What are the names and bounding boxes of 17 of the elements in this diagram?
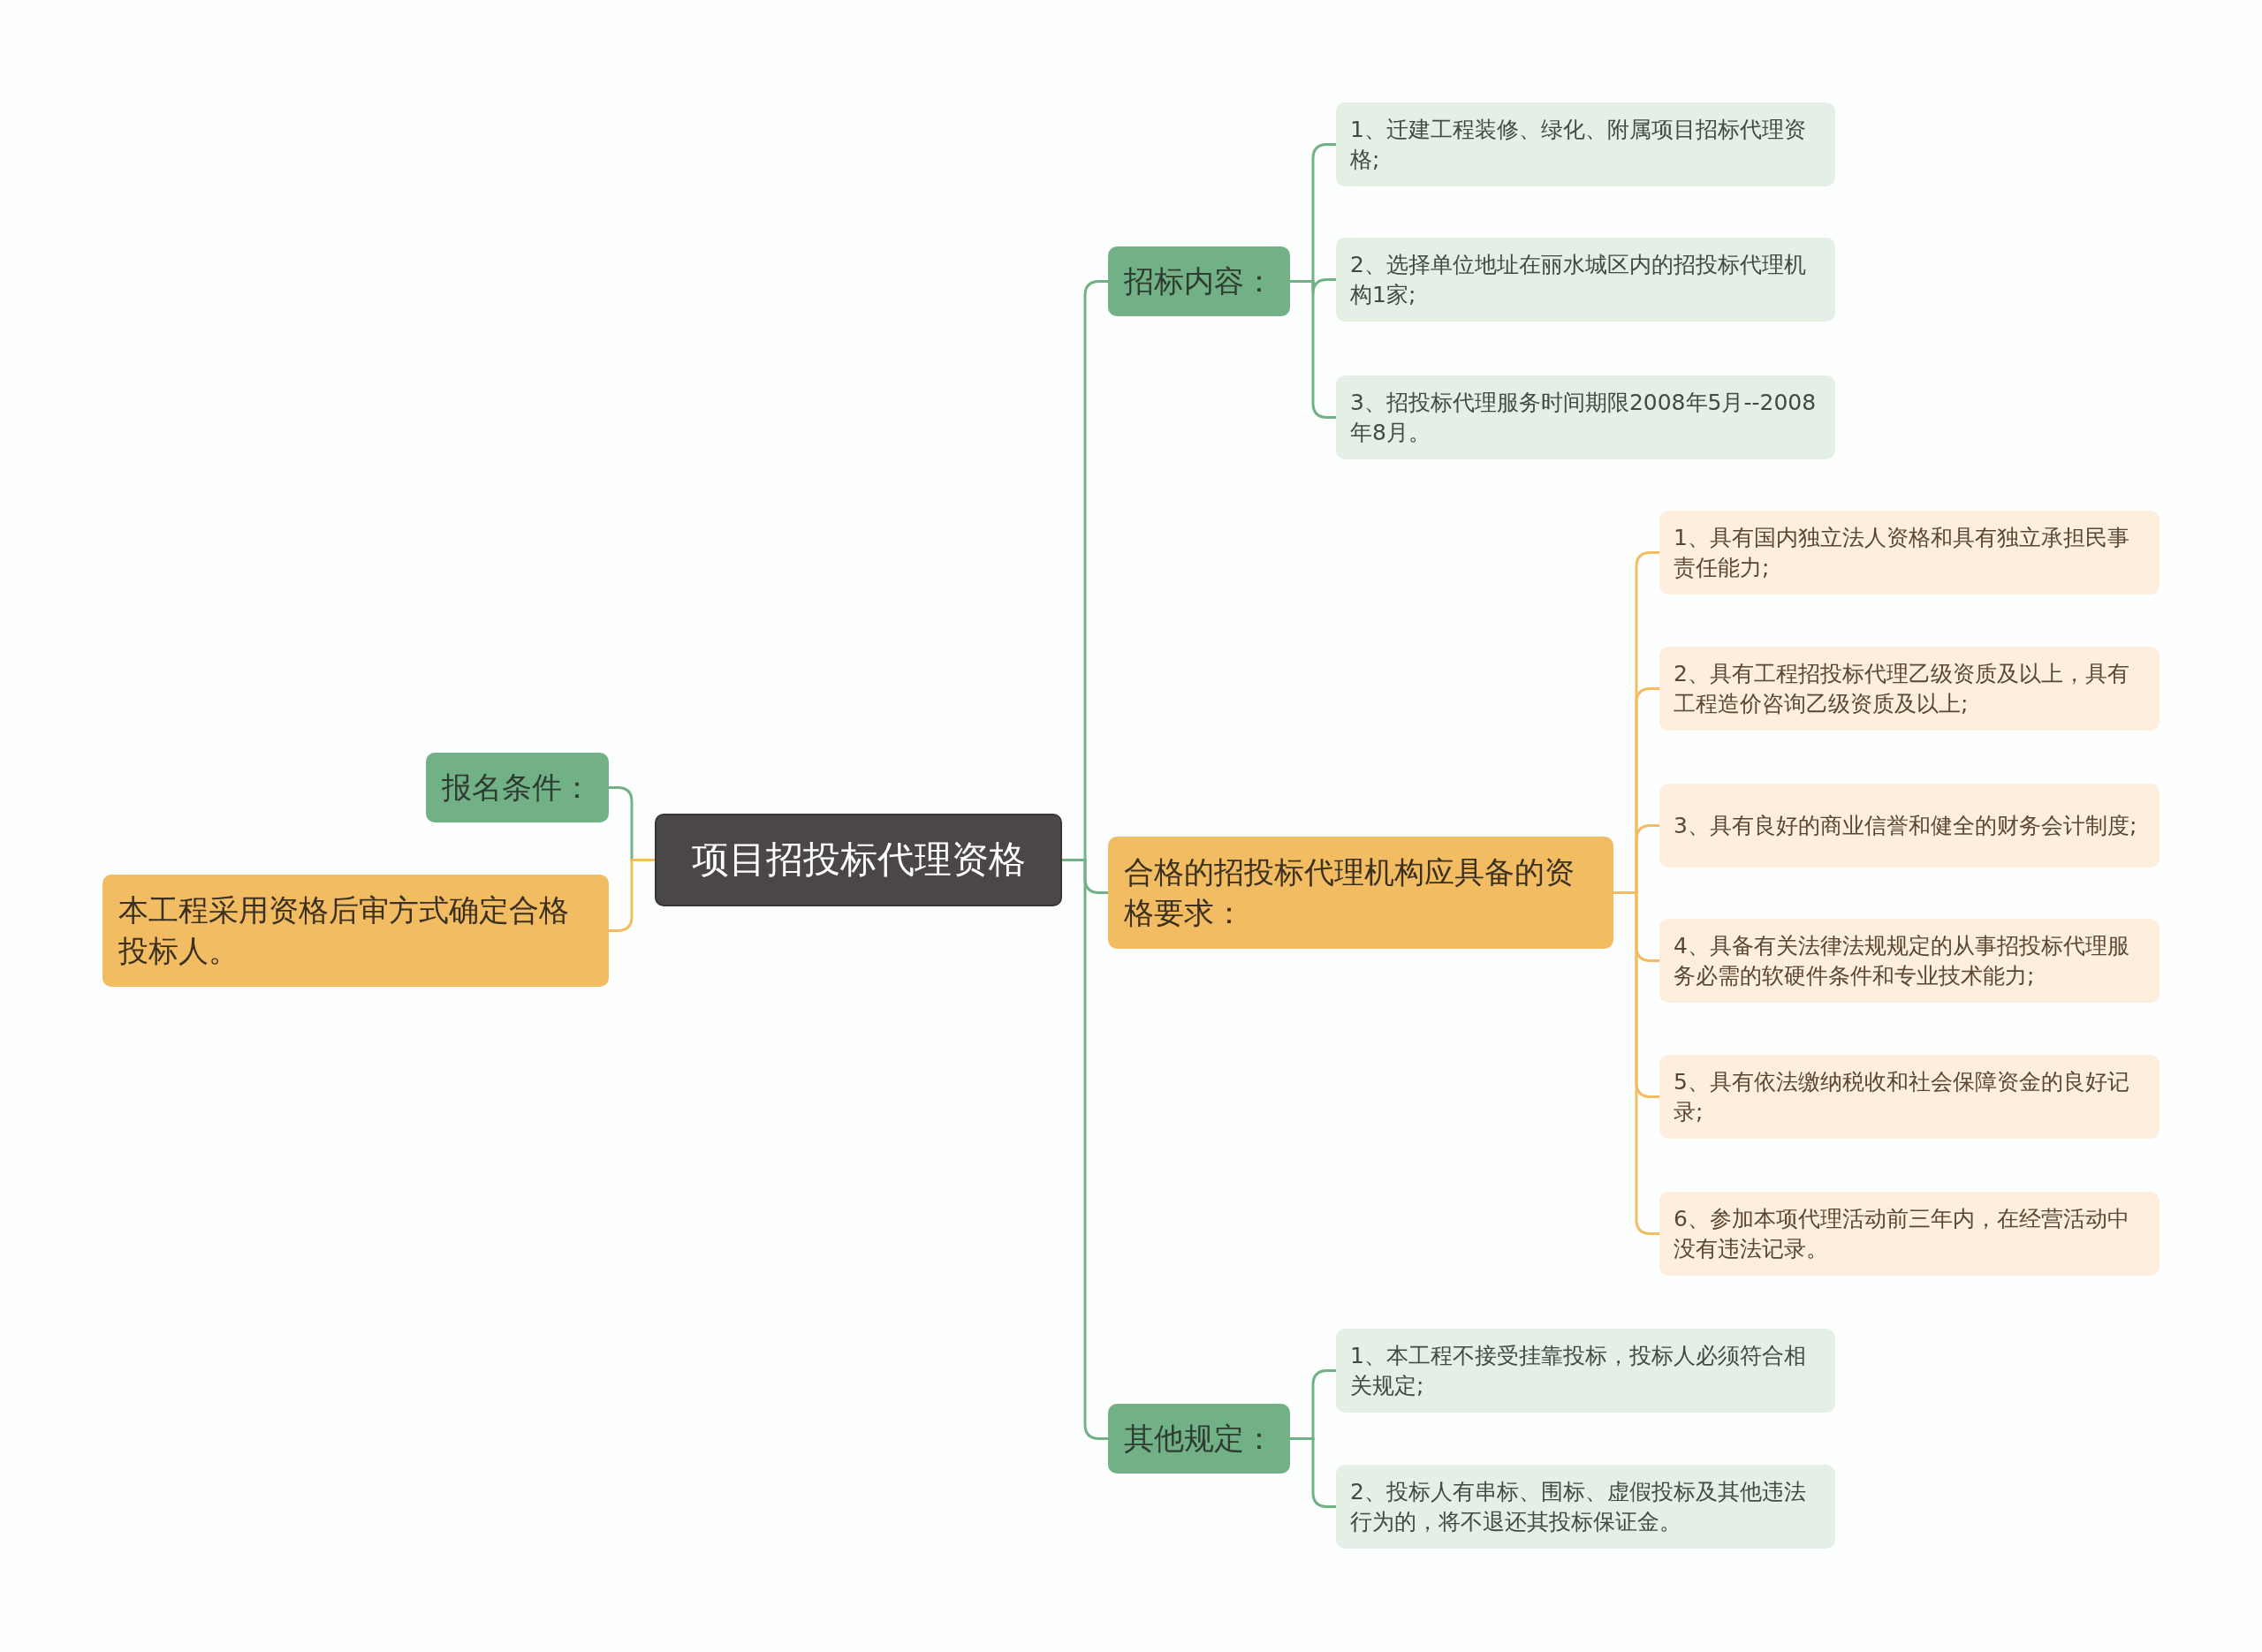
leaf-box: 2、具有工程招投标代理乙级资质及以上，具有工程造价咨询乙级资质及以上; (1659, 647, 2160, 731)
leaf-box: 1、迁建工程装修、绿化、附属项目招标代理资格; (1336, 102, 1835, 186)
leaf-box: 6、参加本项代理活动前三年内，在经营活动中没有违法记录。 (1659, 1192, 2160, 1276)
branch-box: 合格的招投标代理机构应具备的资格要求： (1108, 837, 1613, 949)
branch-box: 本工程采用资格后审方式确定合格投标人。 (102, 875, 609, 987)
leaf-box: 5、具有依法缴纳税收和社会保障资金的良好记录; (1659, 1055, 2160, 1139)
leaf-box: 3、招投标代理服务时间期限2008年5月--2008年8月。 (1336, 375, 1835, 459)
leaf-box: 1、本工程不接受挂靠投标，投标人必须符合相关规定; (1336, 1329, 1835, 1413)
leaf-box: 2、投标人有串标、围标、虚假投标及其他违法行为的，将不退还其投标保证金。 (1336, 1465, 1835, 1549)
branch-box: 招标内容： (1108, 246, 1290, 316)
branch-box: 报名条件： (426, 753, 609, 822)
leaf-box: 4、具备有关法律法规规定的从事招投标代理服务必需的软硬件条件和专业技术能力; (1659, 919, 2160, 1003)
topic-box: 项目招投标代理资格 (655, 814, 1062, 906)
leaf-box: 2、选择单位地址在丽水城区内的招投标代理机构1家; (1336, 238, 1835, 322)
leaf-box: 1、具有国内独立法人资格和具有独立承担民事责任能力; (1659, 511, 2160, 595)
branch-box: 其他规定： (1108, 1404, 1290, 1474)
leaf-box: 3、具有良好的商业信誉和健全的财务会计制度; (1659, 784, 2160, 868)
